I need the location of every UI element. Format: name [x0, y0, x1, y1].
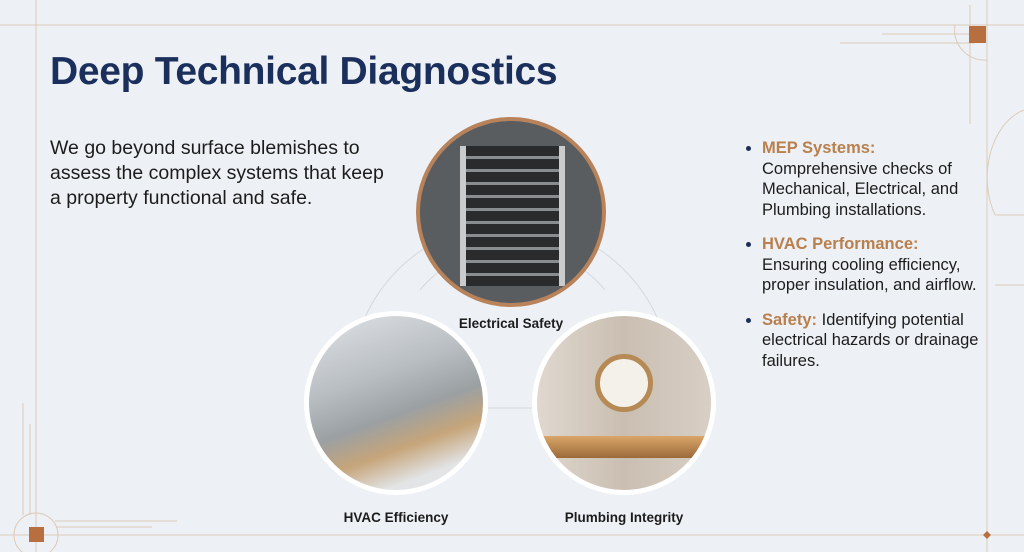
bullet-key: HVAC Performance:: [762, 235, 919, 253]
bullet-hvac: HVAC Performance: Ensuring cooling effici…: [746, 234, 996, 296]
label-hvac-efficiency: HVAC Efficiency: [343, 510, 449, 525]
page-title: Deep Technical Diagnostics: [50, 50, 558, 93]
plumbing-gauge-image: [532, 311, 716, 495]
hvac-duct-image: [304, 311, 488, 495]
label-electrical-safety: Electrical Safety: [458, 316, 564, 331]
electrical-panel-image: [416, 117, 606, 307]
bullet-text: Ensuring cooling efficiency, proper insu…: [762, 255, 977, 295]
bullet-key: Safety:: [762, 310, 818, 329]
bullet-safety: Safety: Identifying potential electrical…: [746, 310, 996, 372]
label-plumbing-integrity: Plumbing Integrity: [564, 510, 684, 525]
bullet-text: Comprehensive checks of Mechanical, Elec…: [762, 159, 959, 219]
bullet-list: MEP Systems: Comprehensive checks of Mech…: [746, 138, 996, 385]
bullet-key: MEP Systems:: [762, 139, 876, 157]
bullet-mep: MEP Systems: Comprehensive checks of Mech…: [746, 138, 996, 220]
intro-text: We go beyond surface blemishes to assess…: [50, 137, 384, 209]
bullet-text: Identifying potential electrical hazards…: [762, 310, 979, 370]
